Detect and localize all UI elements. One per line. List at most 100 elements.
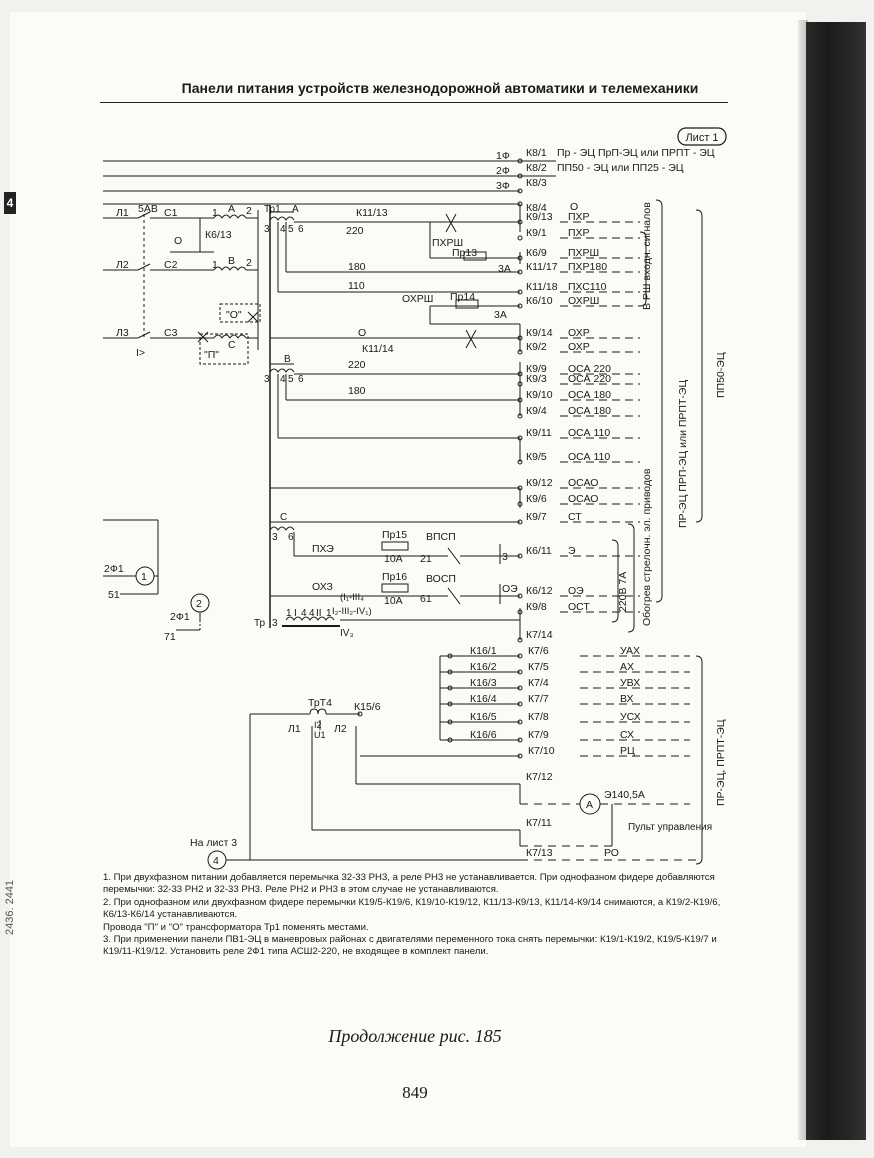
header-rule — [100, 102, 728, 103]
bracket-pr-ec-lower: ПР-ЭЦ, ПРПТ-ЭЦ — [715, 719, 727, 806]
k7-terminal: К7/5 — [528, 661, 549, 673]
label-oxrsh: ОХРШ — [402, 293, 433, 305]
input-5av: 5АВ — [138, 203, 158, 215]
tr1-a-6: 6 — [298, 224, 304, 235]
bus-terminal-4: К8/4 — [526, 202, 547, 214]
tr1-b-6: 6 — [298, 374, 304, 385]
trt4-l1: Л1 — [288, 723, 301, 735]
output-terminal: К9/4 — [526, 405, 547, 417]
label-pr16: Пр16 — [382, 571, 407, 583]
top-bus — [103, 158, 556, 207]
relay-2f1-first — [103, 519, 159, 595]
input-breaker — [103, 210, 261, 365]
terminal-dot — [517, 653, 523, 659]
lower-output-label: УСХ — [620, 711, 641, 723]
heating-section — [270, 521, 521, 640]
terminal-dot — [517, 381, 523, 387]
tr1-name: Тр1 — [264, 204, 281, 215]
output-label: ОСА 220 — [568, 363, 611, 375]
bracket-heating: Обогрев стрелочн. эл. приводов — [641, 468, 653, 626]
output-label: ОСТ — [568, 601, 590, 613]
label-3: 3 — [502, 551, 508, 563]
wire-180a: 180 — [348, 261, 366, 273]
note-1: 1. При двухфазном питании добавляется пе… — [103, 872, 715, 896]
sheet-label-text: Лист 1 — [685, 132, 718, 144]
input-l3: Л3 — [116, 327, 129, 339]
input-l1: Л1 — [116, 207, 129, 219]
coil-a: А — [228, 203, 235, 215]
bus-phase-2: 2Ф — [496, 165, 510, 177]
ammeter-symbol: А — [586, 799, 593, 811]
notes: 1. При двухфазном питании добавляется пе… — [103, 872, 743, 959]
k7-terminal: К7/4 — [528, 677, 549, 689]
transformer-tr1 — [269, 211, 295, 531]
terminal-dot — [517, 289, 523, 295]
output-terminal: К9/14 — [526, 327, 553, 339]
relay-2f1-second — [176, 593, 210, 631]
lower-output-label: УВХ — [620, 677, 640, 689]
coil-b-2: 2 — [246, 257, 252, 269]
page-edge — [798, 20, 808, 1140]
tr1-a-5: 5 — [288, 224, 294, 235]
output-label: ОСА 180 — [568, 389, 611, 401]
relay2-name: 2Ф1 — [170, 611, 190, 623]
bus-label-2: ПП50 - ЭЦ или ПП25 - ЭЦ — [557, 162, 684, 174]
coil-c: С — [228, 339, 236, 351]
coil-b: В — [228, 255, 235, 267]
terminal-dot — [517, 485, 523, 491]
wire-110: 110 — [348, 280, 365, 292]
label-windings-1: (I₁-III₄ — [340, 592, 364, 603]
terminal-dot — [517, 255, 523, 261]
relay1-num: 1 — [141, 571, 147, 583]
relay2-wire: 71 — [164, 631, 176, 643]
trt4-u1: U1 — [314, 730, 326, 740]
output-terminal: К11/18 — [526, 281, 558, 293]
figure-caption: Продолжение рис. 185 — [328, 1026, 502, 1046]
output-terminal: К9/8 — [526, 601, 547, 613]
bus-terminal-2: К8/2 — [526, 162, 547, 174]
k16-terminal: К16/2 — [470, 661, 497, 673]
output-label: ПХР — [568, 211, 590, 223]
output-label: СТ — [568, 511, 582, 523]
coil-b-1: 1 — [212, 259, 218, 271]
page-number: 849 — [402, 1083, 428, 1102]
terminal-dot — [517, 397, 523, 403]
k7-13: К7/13 — [526, 847, 553, 859]
relay1-name: 2Ф1 — [104, 563, 124, 575]
input-l2: Л2 — [116, 259, 129, 271]
wire-k11-13: К11/13 — [356, 207, 388, 219]
tr-heat-4b: 4 — [309, 608, 315, 619]
output-label: ОСА 110 — [568, 427, 610, 439]
bracket-pr-ec: ПР-ЭЦ ПРП-ЭЦ или ПРПТ-ЭЦ — [677, 380, 689, 528]
coil-a-1: 1 — [212, 207, 218, 219]
output-terminal: К9/5 — [526, 451, 547, 463]
wire-k11-14: К11/14 — [362, 343, 394, 355]
bus-terminal-1: К8/1 — [526, 147, 547, 159]
tr-heat-iv: IV₃ — [340, 628, 354, 639]
terminal-dot — [517, 269, 523, 275]
side-print: 2436. 2441 — [4, 879, 16, 935]
tr1-a: А — [292, 204, 299, 215]
tr1-a-4: 4 — [280, 224, 286, 235]
wire-180b: 180 — [348, 385, 366, 397]
label-3a-1: 3А — [498, 263, 511, 275]
output-row: К11/18 ПХС110 — [517, 281, 640, 295]
output-terminal: К9/13 — [526, 211, 553, 223]
tr1-a-3: 3 — [264, 224, 270, 235]
winding-a-wires — [270, 213, 520, 349]
label-3a-2: 3А — [494, 309, 507, 321]
wire-o: О — [358, 327, 366, 339]
output-row: К7/14 — [517, 629, 553, 643]
label-10a-2: 10А — [384, 595, 403, 607]
terminal-dot — [517, 349, 523, 355]
k16-terminal: К16/5 — [470, 711, 497, 723]
label-vosp: ВОСП — [426, 573, 456, 585]
output-label: ПХС110 — [568, 281, 607, 293]
output-terminal: К9/10 — [526, 389, 553, 401]
